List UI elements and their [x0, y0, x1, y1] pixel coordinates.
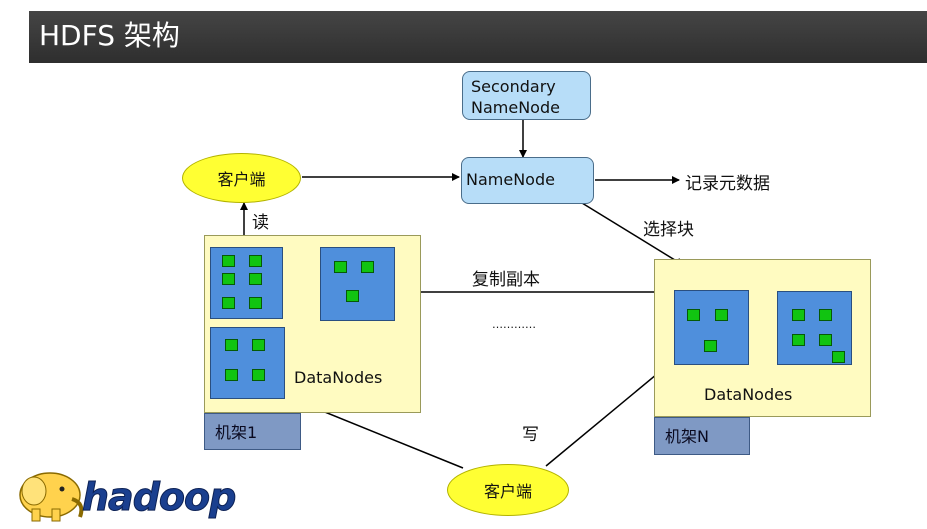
block	[346, 290, 359, 302]
block	[222, 273, 235, 285]
datanode-box-4	[674, 290, 749, 365]
client-bottom: 客户端	[447, 464, 569, 516]
rack-right-label: 机架N	[654, 417, 750, 455]
page-title: HDFS 架构	[39, 19, 180, 52]
block	[687, 309, 700, 321]
block	[249, 297, 262, 309]
block	[249, 273, 262, 285]
block	[222, 297, 235, 309]
arrow-choose-block	[581, 202, 684, 266]
block	[792, 309, 805, 321]
client-top-label: 客户端	[217, 170, 266, 189]
title-bar: HDFS 架构	[29, 11, 927, 63]
block	[792, 334, 805, 346]
block	[252, 369, 265, 381]
metadata-label: 记录元数据	[685, 174, 770, 194]
block	[222, 255, 235, 267]
block	[252, 339, 265, 351]
rack-left: DataNodes	[204, 235, 421, 413]
datanodes-label-right: DataNodes	[704, 385, 793, 404]
secondary-namenode-box: Secondary NameNode	[462, 71, 591, 120]
rack-left-label: 机架1	[204, 413, 301, 450]
block	[832, 351, 845, 363]
client-bottom-label: 客户端	[483, 482, 532, 501]
write-label: 写	[522, 425, 539, 445]
block	[704, 340, 717, 352]
replicate-label: 复制副本	[472, 270, 540, 290]
hadoop-logo-text: hadoop	[81, 475, 236, 520]
block	[715, 309, 728, 321]
block	[334, 261, 347, 273]
namenode-box: NameNode	[461, 157, 594, 204]
block	[225, 369, 238, 381]
block	[361, 261, 374, 273]
datanode-box-3	[210, 327, 285, 399]
datanode-box-2	[320, 247, 395, 321]
read-label: 读	[252, 213, 269, 233]
datanode-box-1	[210, 247, 283, 319]
secondary-namenode-label-1: Secondary	[471, 77, 556, 96]
choose-block-label: 选择块	[643, 220, 694, 240]
block	[225, 339, 238, 351]
datanode-box-5	[777, 291, 852, 365]
elephant-icon	[19, 472, 84, 522]
rack-right: DataNodes	[654, 259, 871, 417]
ellipsis-label: …………	[492, 318, 536, 331]
secondary-namenode-label-2: NameNode	[471, 98, 560, 117]
namenode-label: NameNode	[466, 170, 555, 189]
client-top: 客户端	[182, 153, 301, 203]
hadoop-logo: hadoop	[10, 465, 260, 525]
block	[249, 255, 262, 267]
block	[819, 309, 832, 321]
block	[819, 334, 832, 346]
datanodes-label-left: DataNodes	[294, 368, 383, 387]
